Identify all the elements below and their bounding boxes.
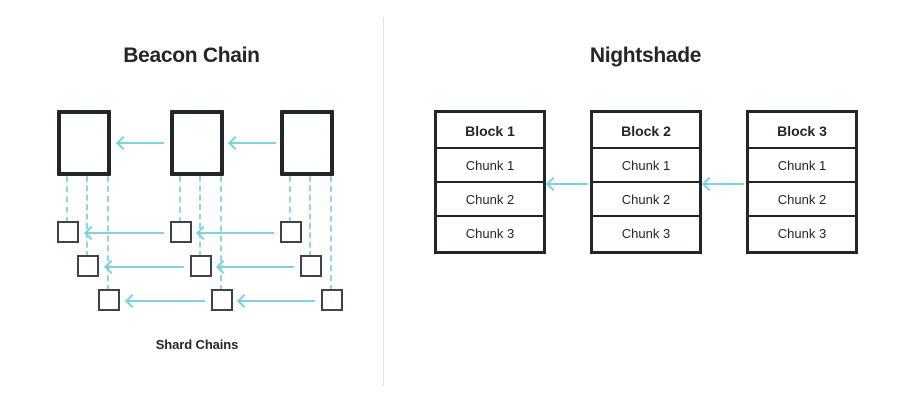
shard-chain-block [190, 255, 212, 277]
beacon-shard-dashed-connector [179, 176, 181, 223]
shard-chain-block [57, 221, 79, 243]
beacon-block [280, 110, 334, 176]
shard-chain-link-arrow [86, 232, 164, 234]
shard-chain-block [300, 255, 322, 277]
nightshade-chunk-row: Chunk 1 [749, 149, 855, 183]
nightshade-block-link-arrow [548, 183, 588, 185]
shard-chain-block [170, 221, 192, 243]
nightshade-chunk-row: Chunk 3 [777, 226, 827, 241]
beacon-block [57, 110, 111, 176]
shard-chain-block [321, 289, 343, 311]
beacon-shard-dashed-connector [86, 176, 88, 257]
shard-chain-link-arrow [239, 300, 315, 302]
nightshade-chunk-row: Chunk 2 [593, 183, 699, 217]
beacon-shard-dashed-connector [289, 176, 291, 223]
panel-divider [383, 18, 384, 386]
shard-chain-block [98, 289, 120, 311]
nightshade-block-link-arrow [704, 183, 744, 185]
shard-chain-link-arrow [106, 266, 184, 268]
beacon-shard-dashed-connector [66, 176, 68, 223]
nightshade-block-header: Block 2 [593, 113, 699, 149]
beacon-shard-dashed-connector [330, 176, 332, 291]
shard-chain-link-arrow [198, 232, 274, 234]
shard-chains-caption: Shard Chains [155, 337, 239, 352]
shard-chain-block [211, 289, 233, 311]
shard-chain-block [77, 255, 99, 277]
beacon-shard-dashed-connector [309, 176, 311, 257]
nightshade-chunk-row: Chunk 1 [593, 149, 699, 183]
beacon-chain-link-arrow [230, 142, 276, 144]
nightshade-chunk-row: Chunk 1 [437, 149, 543, 183]
nightshade-title: Nightshade [589, 44, 702, 67]
shard-chain-block [280, 221, 302, 243]
nightshade-chunk-row: Chunk 3 [621, 226, 671, 241]
beacon-block [170, 110, 224, 176]
beacon-shard-dashed-connector [199, 176, 201, 257]
shard-chain-link-arrow [127, 300, 205, 302]
nightshade-block-header: Block 3 [749, 113, 855, 149]
nightshade-chunk-row: Chunk 3 [465, 226, 515, 241]
nightshade-chunk-row: Chunk 2 [749, 183, 855, 217]
shard-chain-link-arrow [218, 266, 294, 268]
nightshade-chunk-row: Chunk 2 [437, 183, 543, 217]
beacon-chain-link-arrow [118, 142, 164, 144]
nightshade-block-header: Block 1 [437, 113, 543, 149]
beacon-chain-title: Beacon Chain [123, 44, 260, 67]
